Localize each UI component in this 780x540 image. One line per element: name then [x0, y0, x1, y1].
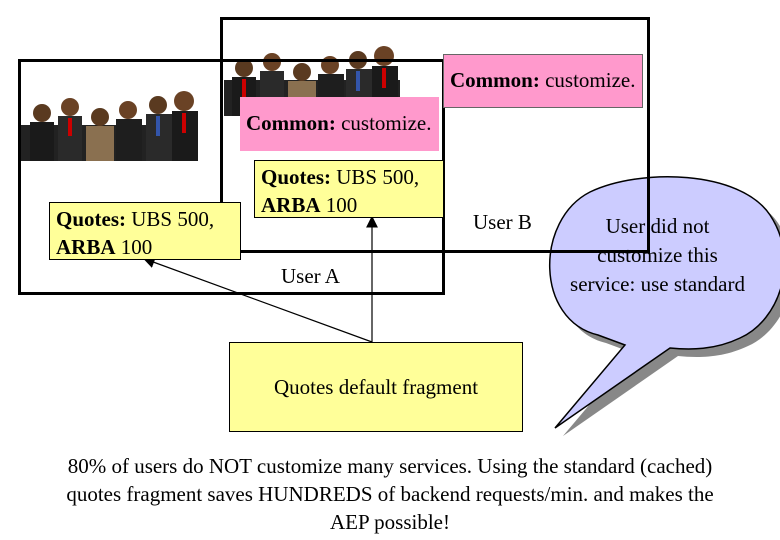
user-a-common-text: customize.	[335, 111, 432, 135]
user-a-arba-label: ARBA	[56, 235, 116, 259]
user-b-common-label: Common:	[450, 68, 540, 92]
user-a-arba-text: 100	[115, 235, 153, 259]
user-b-quotes-text: UBS 500,	[331, 165, 420, 189]
user-a-label: User A	[281, 264, 340, 288]
business-people-clipart-a	[20, 91, 198, 161]
user-b-frame	[220, 17, 650, 253]
default-fragment-box: Quotes default fragment	[229, 342, 523, 432]
user-a-quotes-label: Quotes:	[56, 207, 126, 231]
bubble-text: User did not customize this service: use…	[570, 214, 745, 296]
user-b-quotes-label: Quotes:	[261, 165, 331, 189]
arrow-to-user-a	[142, 256, 373, 343]
user-b-common-box: Common: customize.	[443, 54, 643, 108]
user-b-arba-text: 100	[320, 193, 358, 217]
user-b-quotes-box: Quotes: UBS 500, ARBA 100	[254, 160, 444, 218]
user-a-quotes-box: Quotes: UBS 500, ARBA 100	[49, 202, 241, 260]
user-a-common-box: Common: customize.	[240, 97, 439, 151]
caption: 80% of users do NOT customize many servi…	[66, 454, 714, 534]
user-a-quotes-text: UBS 500,	[126, 207, 215, 231]
user-b-common-text: customize.	[539, 68, 636, 92]
speech-bubble	[549, 176, 780, 429]
user-b-label: User B	[473, 210, 532, 234]
user-b-arba-label: ARBA	[261, 193, 321, 217]
default-fragment-label: Quotes default fragment	[273, 375, 479, 399]
user-a-common-label: Common:	[246, 111, 336, 135]
